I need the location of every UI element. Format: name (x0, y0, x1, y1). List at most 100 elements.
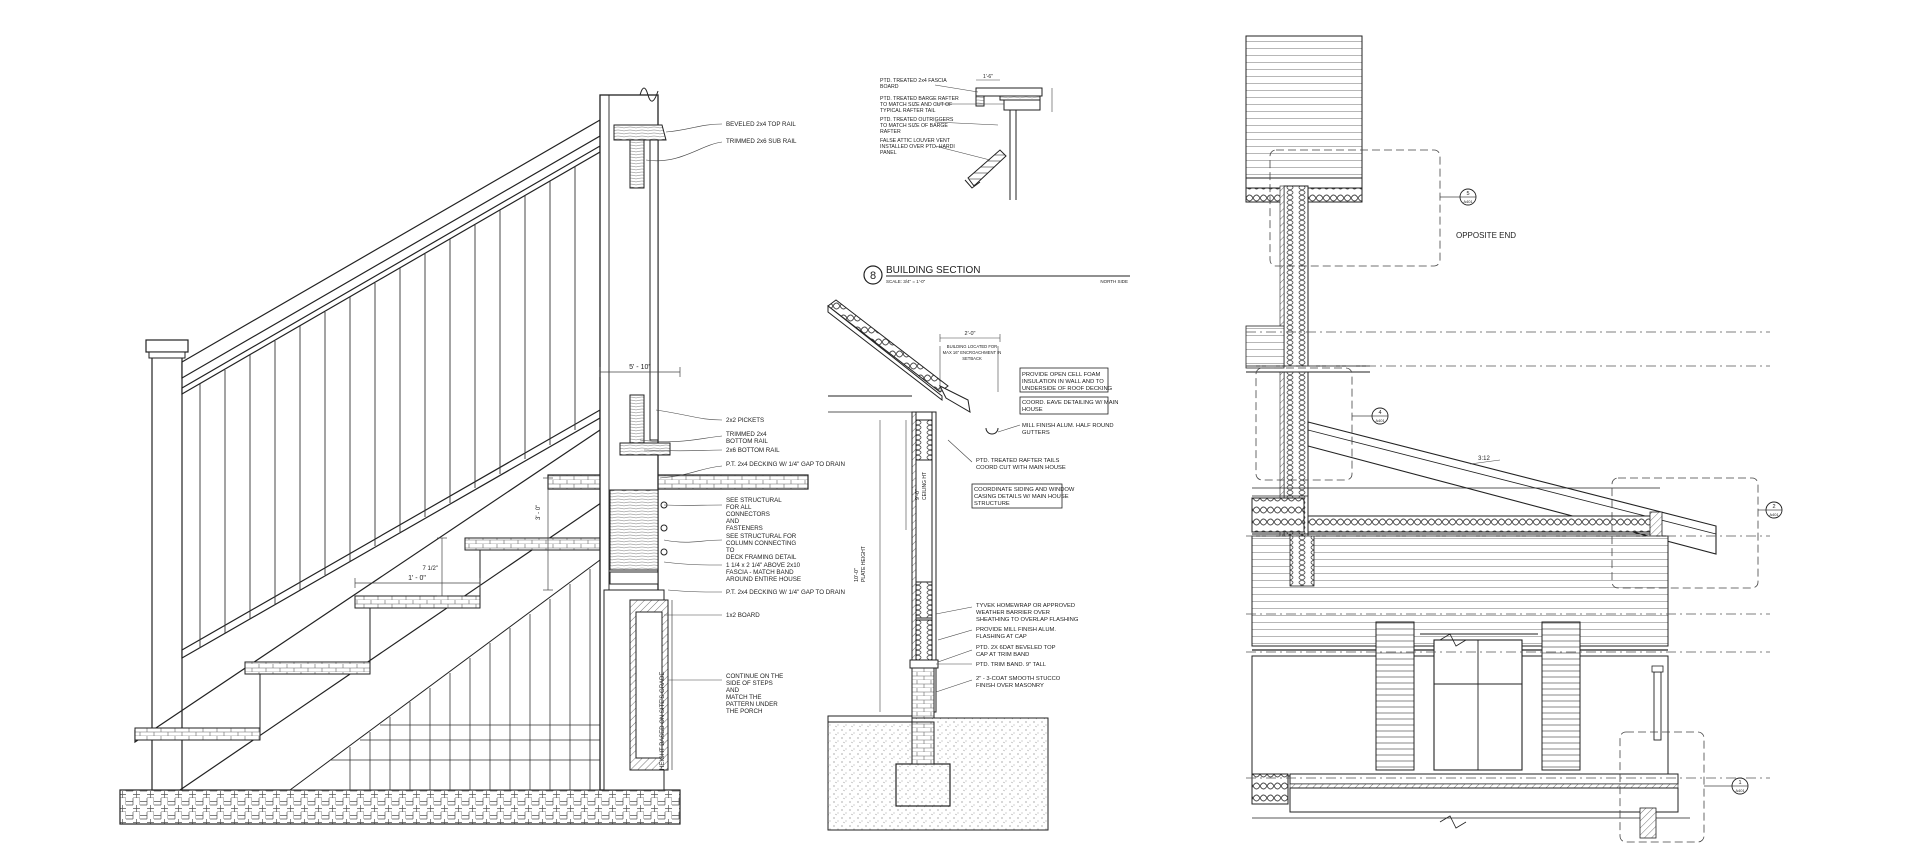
svg-text:INSTALLED OVER PTD. HARDI: INSTALLED OVER PTD. HARDI (880, 144, 955, 150)
section-north: NORTH SIDE (1100, 279, 1128, 284)
svg-text:AROUND ENTIRE HOUSE: AROUND ENTIRE HOUSE (726, 576, 801, 583)
svg-text:PATTERN UNDER: PATTERN UNDER (726, 701, 778, 708)
svg-text:PTD. TREATED RAFTER TAILS: PTD. TREATED RAFTER TAILS (976, 458, 1059, 464)
dim-plate: 10'-0" (854, 568, 860, 582)
newel-post (151, 349, 183, 791)
svg-text:MAX 16" ENCROACHMENT IN: MAX 16" ENCROACHMENT IN (943, 350, 1002, 355)
section-notes: PROVIDE OPEN CELL FOAM INSULATION IN WAL… (974, 372, 1118, 689)
svg-text:SETBACK: SETBACK (962, 356, 982, 361)
svg-text:TRIMMED 2x6 SUB RAIL: TRIMMED 2x6 SUB RAIL (726, 138, 797, 145)
stair-detail: 5' - 10" 1' - 0" 7 1/2" 3' - 0" HEIGHT B… (119, 87, 845, 825)
svg-text:A401: A401 (1375, 418, 1385, 423)
stair-dimensions (354, 367, 681, 770)
svg-text:PROVIDE MILL FINISH ALUM.: PROVIDE MILL FINISH ALUM. (976, 627, 1056, 633)
stair-leaders (639, 123, 723, 681)
svg-text:UNDERSIDE OF ROOF DECKING: UNDERSIDE OF ROOF DECKING (1022, 386, 1113, 392)
svg-text:TRIMMED 2x4: TRIMMED 2x4 (726, 431, 767, 438)
dim-post-height: HEIGHT BASED ON SITE'S GRADE (660, 672, 666, 770)
elevation: 3:12 (1245, 35, 1783, 843)
svg-text:FOR ALL: FOR ALL (726, 504, 752, 511)
svg-text:AND: AND (726, 518, 740, 525)
svg-text:1: 1 (1738, 780, 1741, 786)
svg-text:4: 4 (1378, 410, 1381, 416)
svg-text:COORD. EAVE DETAILING W/ MAIN: COORD. EAVE DETAILING W/ MAIN (1022, 400, 1118, 406)
svg-text:WEATHER BARRIER OVER: WEATHER BARRIER OVER (976, 610, 1050, 616)
section-number: 8 (870, 270, 876, 282)
roof-pitch: 3:12 (1478, 456, 1490, 462)
svg-text:TO MATCH SIZE OF BARGE: TO MATCH SIZE OF BARGE (880, 123, 948, 129)
svg-text:TO: TO (726, 547, 735, 554)
svg-text:CONNECTORS: CONNECTORS (726, 511, 770, 518)
svg-text:COORDINATE SIDING AND WINDOW: COORDINATE SIDING AND WINDOW (974, 487, 1075, 493)
svg-text:COLUMN CONNECTING: COLUMN CONNECTING (726, 540, 796, 547)
svg-text:FINISH OVER MASONRY: FINISH OVER MASONRY (976, 683, 1044, 689)
eave-dim: 1'-6" (983, 74, 993, 80)
dim-height-vertical: 3' - 0" (536, 505, 542, 520)
svg-text:MILL FINISH ALUM. HALF ROUND: MILL FINISH ALUM. HALF ROUND (1022, 423, 1114, 429)
svg-text:2x6 BOTTOM RAIL: 2x6 BOTTOM RAIL (726, 447, 780, 454)
svg-text:COORD CUT WITH MAIN HOUSE: COORD CUT WITH MAIN HOUSE (976, 465, 1066, 471)
svg-text:PTD. TREATED OUTRIGGERS: PTD. TREATED OUTRIGGERS (880, 117, 954, 123)
svg-text:PROVIDE OPEN CELL FOAM: PROVIDE OPEN CELL FOAM (1022, 372, 1101, 378)
svg-text:DECK FRAMING DETAIL: DECK FRAMING DETAIL (726, 554, 797, 561)
svg-text:TO MATCH SIZE AND CUT OF: TO MATCH SIZE AND CUT OF (880, 102, 952, 108)
svg-text:5: 5 (1466, 191, 1469, 197)
opposite-end-label: OPPOSITE END (1456, 231, 1516, 240)
svg-text:1 1/4 x 2 1/4" ABOVE 2x10: 1 1/4 x 2 1/4" ABOVE 2x10 (726, 562, 801, 569)
svg-text:GUTTERS: GUTTERS (1022, 430, 1050, 436)
svg-text:BOARD: BOARD (880, 84, 899, 90)
deck-framing (603, 489, 669, 791)
svg-text:2" - 3-COAT SMOOTH STUCCO: 2" - 3-COAT SMOOTH STUCCO (976, 676, 1061, 682)
svg-text:PANEL: PANEL (880, 150, 897, 156)
svg-text:MATCH THE: MATCH THE (726, 694, 762, 701)
callout-5: 5 A401 (1440, 188, 1477, 206)
eave-detail: 1'-6" PTD. TREATED 2x4 FASCIA BOARD PTD.… (880, 74, 1053, 200)
svg-text:FASCIA - MATCH BAND: FASCIA - MATCH BAND (726, 569, 794, 576)
callout-4: 4 A401 (1352, 407, 1389, 425)
dim-rise: 7 1/2" (423, 566, 438, 572)
svg-text:CONTINUE ON THE: CONTINUE ON THE (726, 673, 783, 680)
eave-notes: PTD. TREATED 2x4 FASCIA BOARD PTD. TREAT… (880, 78, 959, 156)
svg-text:HOUSE: HOUSE (1022, 407, 1043, 413)
svg-text:2x2 PICKETS: 2x2 PICKETS (726, 417, 764, 424)
svg-text:CASING DETAILS W/ MAIN HOUSE: CASING DETAILS W/ MAIN HOUSE (974, 494, 1069, 500)
svg-text:CAP AT TRIM BAND: CAP AT TRIM BAND (976, 652, 1029, 658)
ground-slab (119, 789, 681, 825)
note-box-insulation (1019, 367, 1109, 393)
stair-handrail (181, 118, 601, 660)
svg-text:A401: A401 (1735, 788, 1745, 793)
svg-text:PTD. TRIM BAND. 9" TALL: PTD. TRIM BAND. 9" TALL (976, 662, 1047, 668)
svg-text:1x2 BOARD: 1x2 BOARD (726, 612, 760, 619)
svg-text:THE PORCH: THE PORCH (726, 708, 762, 715)
svg-text:BEVELED 2x4 TOP RAIL: BEVELED 2x4 TOP RAIL (726, 121, 796, 128)
svg-text:PTD. TREATED BARGE RAFTER: PTD. TREATED BARGE RAFTER (880, 96, 959, 102)
shutter-right (1541, 621, 1581, 771)
callout-1: 1 A401 (1704, 777, 1749, 795)
svg-text:P.T. 2x4 DECKING W/ 1/4" GAP T: P.T. 2x4 DECKING W/ 1/4" GAP TO DRAIN (726, 589, 845, 596)
dim-top-width: 5' - 10" (629, 364, 651, 371)
stair-notes: BEVELED 2x4 TOP RAIL TRIMMED 2x6 SUB RAI… (726, 121, 845, 715)
svg-text:FASTENERS: FASTENERS (726, 525, 763, 532)
rail-section (613, 124, 671, 456)
svg-text:A401: A401 (1463, 199, 1473, 204)
note-box-siding (971, 483, 1063, 509)
svg-text:BOTTOM RAIL: BOTTOM RAIL (726, 438, 768, 445)
shutter-left (1375, 621, 1415, 771)
section-number-bubble (863, 265, 883, 285)
dim-overhang: 2'-0" (965, 331, 976, 337)
svg-text:2: 2 (1772, 504, 1775, 510)
svg-text:SEE STRUCTURAL: SEE STRUCTURAL (726, 497, 782, 504)
section-title: BUILDING SECTION (886, 265, 980, 276)
svg-text:PTD. 2X 6DAT BEVELED TOP: PTD. 2X 6DAT BEVELED TOP (976, 645, 1056, 651)
callout-2: 2 A401 (1758, 501, 1783, 519)
svg-text:TYPICAL RAFTER TAIL: TYPICAL RAFTER TAIL (880, 108, 936, 114)
svg-text:RAFTER: RAFTER (880, 129, 901, 135)
svg-text:A401: A401 (1769, 512, 1779, 517)
svg-text:STRUCTURE: STRUCTURE (974, 501, 1010, 507)
svg-text:FALSE ATTIC LOUVER VENT: FALSE ATTIC LOUVER VENT (880, 138, 951, 144)
section-scale: SCALE: 3/4" = 1'-0" (886, 279, 926, 284)
svg-text:PTD. TREATED 2x4 FASCIA: PTD. TREATED 2x4 FASCIA (880, 78, 947, 84)
svg-text:AND: AND (726, 687, 740, 694)
svg-text:INSULATION IN WALL AND TO: INSULATION IN WALL AND TO (1022, 379, 1104, 385)
